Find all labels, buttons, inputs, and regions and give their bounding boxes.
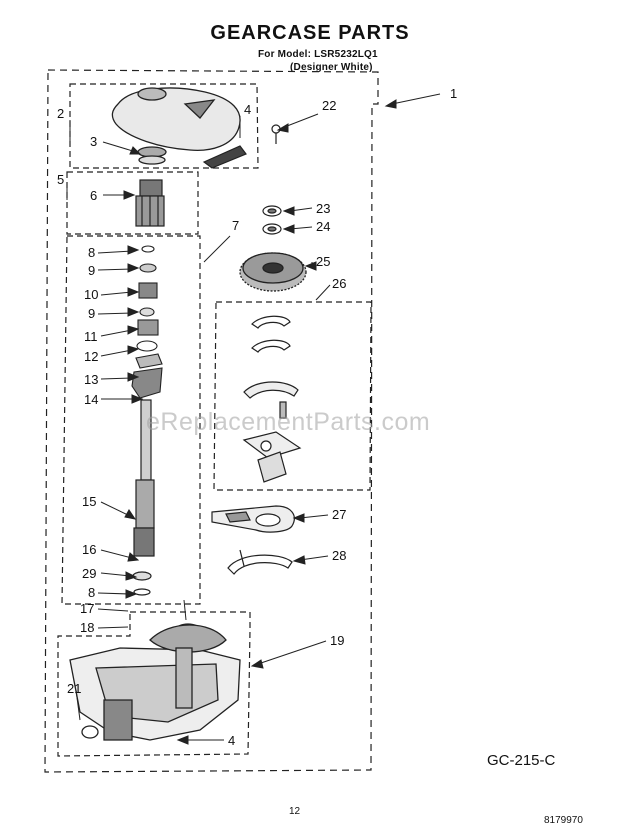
large-drive-gear [239,252,307,292]
callout-7: 7 [232,218,239,233]
clutch-components [242,315,302,483]
callout-29: 29 [82,566,96,581]
callout-12: 12 [84,349,98,364]
callout-28: 28 [332,548,346,563]
model-number: For Model: LSR5232LQ1 [258,49,378,60]
callout-9-top: 9 [88,263,95,278]
shaft-stack-parts [131,245,163,399]
callout-14: 14 [84,392,98,407]
callout-4-bottom: 4 [228,733,235,748]
cover-group-box [69,83,259,169]
shaft-group-box [61,235,201,605]
assembly-boundary [44,69,379,773]
callout-1: 1 [450,86,457,101]
callout-27: 27 [332,507,346,522]
callout-21: 21 [67,681,81,696]
shift-lever [211,505,295,533]
model-color: (Designer White) [290,62,373,73]
washers [262,205,282,235]
page-title: GEARCASE PARTS [210,22,410,44]
clutch-group-box [213,301,372,491]
callout-23: 23 [316,201,330,216]
callout-6: 6 [90,188,97,203]
callout-11: 11 [84,329,98,344]
callout-8-top: 8 [88,245,95,260]
diagram-code: GC-215-C [487,752,556,769]
screw [271,124,281,144]
callout-2: 2 [57,106,64,121]
gearcase-housing [69,623,241,741]
leader-lines [66,93,441,745]
callout-8-bottom: 8 [88,585,95,600]
callout-labels: 1 2 3 4 22 5 6 7 8 9 10 9 11 12 13 14 15… [57,86,457,748]
callout-9-bottom: 9 [88,306,95,321]
gearcase-group-box [57,611,251,757]
watermark: eReplacementParts.com [146,408,431,436]
callout-13: 13 [84,372,98,387]
gearcase-cover [111,87,241,165]
callout-25: 25 [316,254,330,269]
callout-22: 22 [322,98,336,113]
callout-24: 24 [316,219,330,234]
callout-15: 15 [82,494,96,509]
callout-4-top: 4 [244,102,251,117]
callout-19: 19 [330,633,344,648]
callout-3: 3 [90,134,97,149]
callout-16: 16 [82,542,96,557]
agitate-shaft [132,399,155,596]
callout-26: 26 [332,276,346,291]
shift-fork [227,549,293,575]
pinion-group-box [66,171,199,235]
callout-17: 17 [80,601,94,616]
pinion-gear [135,179,165,227]
page-number: 12 [289,806,301,817]
callout-10: 10 [84,287,98,302]
callout-5: 5 [57,172,64,187]
document-number: 8179970 [544,815,583,826]
callout-18: 18 [80,620,94,635]
